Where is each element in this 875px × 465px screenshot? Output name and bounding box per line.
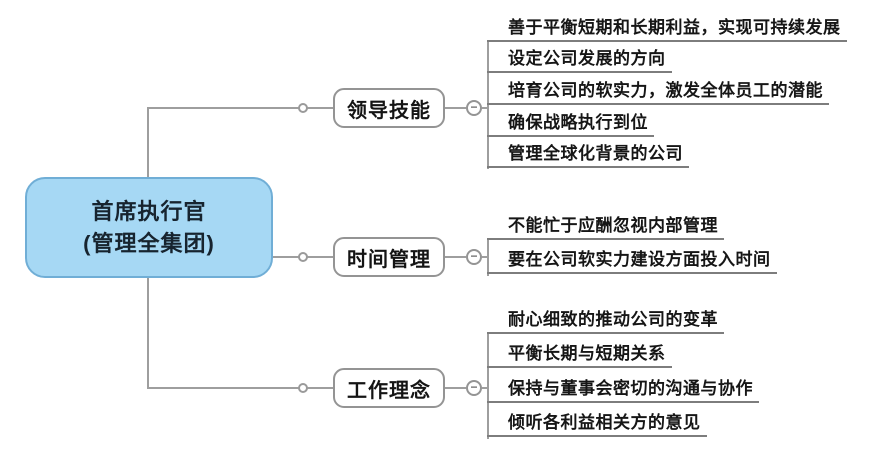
connector-collapse-to-bracket — [482, 256, 489, 258]
connector-collapse-to-bracket — [482, 107, 489, 109]
connector-node-to-collapse — [445, 256, 466, 258]
leaf-item[interactable]: 保持与董事会密切的沟通与协作 — [487, 377, 759, 403]
leaf-item[interactable]: 设定公司发展的方向 — [487, 47, 672, 73]
collapse-minus-icon[interactable]: − — [466, 100, 482, 116]
connector-dot-icon — [298, 252, 308, 262]
branch-label: 时间管理 — [347, 248, 431, 271]
branch-node-time-management[interactable]: 时间管理 — [333, 237, 445, 277]
connector-dot-icon — [298, 103, 308, 113]
root-node-ceo[interactable]: 首席执行官 (管理全集团) — [25, 177, 273, 278]
connector-dot-icon — [298, 383, 308, 393]
leaf-item[interactable]: 确保战略执行到位 — [487, 111, 654, 137]
branch-node-leadership[interactable]: 领导技能 — [333, 88, 445, 128]
leaf-item[interactable]: 管理全球化背景的公司 — [487, 142, 689, 168]
leaf-item[interactable]: 不能忙于应酬忽视内部管理 — [487, 214, 724, 240]
collapse-minus-icon[interactable]: − — [466, 249, 482, 265]
leaf-item[interactable]: 善于平衡短期和长期利益，实现可持续发展 — [487, 16, 847, 42]
connector-collapse-to-bracket — [482, 387, 489, 389]
connector-node-to-collapse — [445, 107, 466, 109]
bracket-line-philosophy — [487, 333, 489, 439]
branch-label: 工作理念 — [347, 379, 431, 402]
leaf-item[interactable]: 耐心细致的推动公司的变革 — [487, 308, 724, 334]
connector-trunk-upper — [147, 107, 149, 177]
connector-branch-philosophy — [147, 387, 333, 389]
leaf-item[interactable]: 要在公司软实力建设方面投入时间 — [487, 248, 777, 274]
leaf-item[interactable]: 培育公司的软实力，激发全体员工的潜能 — [487, 79, 829, 105]
leaf-item[interactable]: 平衡长期与短期关系 — [487, 342, 672, 368]
connector-branch-leadership — [147, 107, 333, 109]
bracket-line-leadership — [487, 41, 489, 169]
branch-node-work-philosophy[interactable]: 工作理念 — [333, 368, 445, 408]
root-title-line2: (管理全集团) — [83, 230, 215, 256]
leaf-item[interactable]: 倾听各利益相关方的意见 — [487, 411, 707, 437]
root-title-line1: 首席执行官 — [91, 198, 207, 224]
connector-node-to-collapse — [445, 387, 466, 389]
collapse-minus-icon[interactable]: − — [466, 380, 482, 396]
bracket-line-time — [487, 239, 489, 276]
branch-label: 领导技能 — [347, 99, 431, 122]
connector-trunk-lower — [147, 278, 149, 389]
